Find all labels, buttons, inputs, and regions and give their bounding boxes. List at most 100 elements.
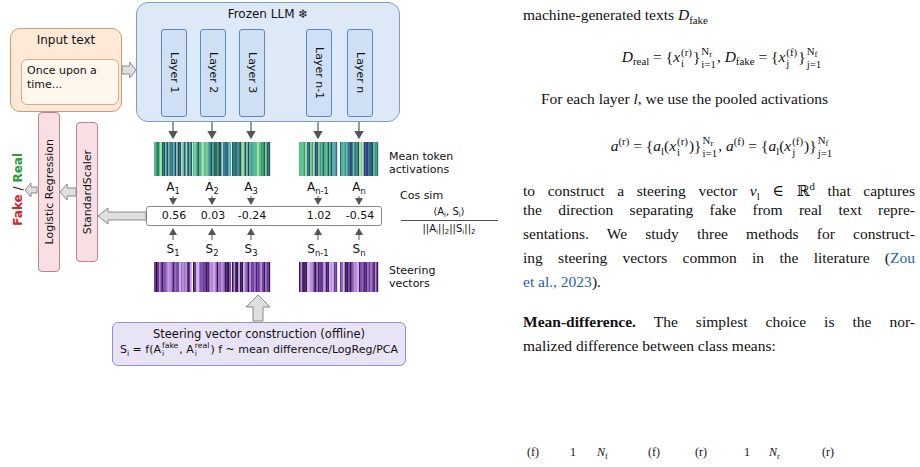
text-line: Nf xyxy=(597,445,608,464)
heatmap-stripe xyxy=(198,262,200,292)
heatmap-stripe xyxy=(354,262,356,292)
heatmap-stripe xyxy=(183,142,185,176)
formula-part: fake xyxy=(162,341,178,350)
heatmap-stripe xyxy=(226,262,228,292)
stack-upper: Nr xyxy=(701,46,716,59)
label-text: a xyxy=(653,137,661,154)
text-line: a(r) = {al(x(r)i)}Nri=1, a(f) = {al(x(f)… xyxy=(611,131,834,161)
stack-lower: j=1 xyxy=(818,148,833,159)
math-stack: Nfj=1 xyxy=(807,46,822,70)
label-text: ⟨A xyxy=(433,206,444,217)
stack-upper: Nf xyxy=(807,46,822,59)
heatmap-stripe xyxy=(354,142,356,176)
heatmap-stripe xyxy=(181,262,183,292)
label-text: x xyxy=(669,137,676,154)
heatmap-stripe xyxy=(375,262,377,292)
label-text: A xyxy=(205,180,213,194)
label-text: ||A xyxy=(422,223,436,234)
heatmap-stripe xyxy=(313,262,315,292)
label-text: r xyxy=(710,138,713,148)
heatmap-stripe xyxy=(218,142,220,176)
heatmap-stripe xyxy=(362,262,364,292)
heatmap-stripe xyxy=(324,142,326,176)
heatmap-stripe xyxy=(320,142,322,176)
heatmap-stripe xyxy=(350,142,352,176)
stack-lower: j xyxy=(792,147,803,158)
label-text: = { xyxy=(744,137,768,154)
heatmap-stripe xyxy=(228,142,230,176)
heatmap-stripe xyxy=(234,262,236,292)
heatmap-stripe xyxy=(364,262,366,292)
label-text: (r) xyxy=(695,445,707,459)
heatmap-stripe xyxy=(345,262,347,292)
label-text: D xyxy=(725,48,736,65)
label-text: a xyxy=(768,137,776,154)
math-stack: Nri=1 xyxy=(703,135,718,159)
diagram-label: Mean token activations xyxy=(389,150,463,176)
heatmap-stripe xyxy=(238,142,240,176)
steering-to-row-arrows xyxy=(173,229,359,240)
heatmap-stripe xyxy=(376,262,378,292)
label-text: ( xyxy=(779,137,784,154)
heatmap-stripe xyxy=(226,142,228,176)
heatmap-stripe xyxy=(204,262,206,292)
label-text: = { xyxy=(629,137,653,154)
label-text: i xyxy=(681,57,684,69)
heatmap-stripe xyxy=(362,142,364,176)
heatmap-stripe xyxy=(167,262,169,292)
heatmap-stripe xyxy=(254,142,256,176)
heatmap-stripe xyxy=(189,262,191,292)
formula-part: , A xyxy=(179,343,194,356)
heatmap-stripe xyxy=(228,262,230,292)
label-text: i xyxy=(677,146,680,158)
diagram-label: Sn-1 xyxy=(307,242,328,260)
stack-lower: i xyxy=(677,147,688,158)
block-arrow xyxy=(122,62,136,78)
heatmap-stripe xyxy=(183,262,185,292)
label-text: The simplest choice is the nor- xyxy=(636,313,915,330)
heatmap-stripe xyxy=(350,262,352,292)
label-text: ⟩ xyxy=(461,206,465,217)
label-text: Fake xyxy=(11,194,25,225)
heatmap-stripe xyxy=(326,262,328,292)
label-text: = { xyxy=(755,48,779,65)
heatmap-stripe xyxy=(331,142,333,176)
heatmap-stripe xyxy=(222,142,224,176)
label-text: et al., 2023 xyxy=(523,273,592,290)
heatmap-stripe xyxy=(372,262,374,292)
label-text: (r) xyxy=(681,46,692,58)
heatmap-stripe xyxy=(235,142,237,176)
label-text: r xyxy=(777,452,780,461)
label-text: i xyxy=(462,228,464,236)
formula-part: ) f ~ mean difference/LogReg/PCA xyxy=(210,343,398,356)
diagram-label: S3 xyxy=(245,242,258,260)
heatmap-stripe xyxy=(310,262,312,292)
text-line: machine-generated texts Dfake xyxy=(523,5,708,30)
node-title: Steering vector construction (offline) xyxy=(153,326,365,342)
heatmap-stripe xyxy=(206,262,208,292)
heatmap-stripe xyxy=(196,262,198,292)
heatmap-stripe xyxy=(215,262,217,292)
node-text: Layer 2 xyxy=(207,52,220,93)
heatmap-stripe xyxy=(245,142,247,176)
label-text: 1 xyxy=(744,445,750,459)
heatmap-stripe xyxy=(179,262,181,292)
heatmap-stripe xyxy=(157,142,159,176)
label-text: , S xyxy=(446,206,459,217)
heatmap-stripe xyxy=(178,262,180,292)
math-stack: (r)i xyxy=(677,136,688,159)
heatmap-stripe xyxy=(316,262,318,292)
heatmap-stripe xyxy=(248,262,250,292)
heatmap-stripe xyxy=(171,262,173,292)
label-text: i xyxy=(436,228,438,236)
cell-value: 0.56 xyxy=(162,209,187,222)
heatmap-stripe xyxy=(165,142,167,176)
heatmap-stripe xyxy=(220,262,222,292)
heatmap-stripe xyxy=(268,142,270,176)
label-text: (f) xyxy=(734,135,745,147)
cell-value: 1.02 xyxy=(307,209,332,222)
text-line: Mean-difference. The simplest choice is … xyxy=(523,312,915,332)
heatmap-stripe xyxy=(168,262,170,292)
heatmap-stripe xyxy=(267,142,269,176)
